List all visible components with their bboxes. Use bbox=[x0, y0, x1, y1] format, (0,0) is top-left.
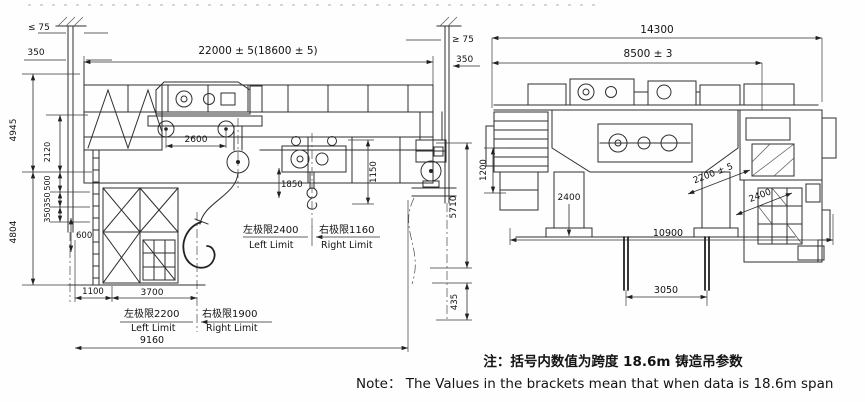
dim-1150-label: 1150 bbox=[369, 161, 379, 183]
left-runway-wall bbox=[55, 16, 87, 302]
platform-machinery bbox=[493, 78, 819, 111]
dim-600-label: 600 bbox=[76, 231, 92, 241]
dim-rail-offset-left-label: 350 bbox=[27, 48, 44, 58]
dim-8500-label: 8500 ± 3 bbox=[624, 48, 673, 60]
main-right-limit-en-label: Right Limit bbox=[206, 323, 258, 334]
dim-500-label: 500 bbox=[43, 175, 52, 190]
aux-left-limit-cn-label: 左极限2400 bbox=[243, 223, 298, 236]
aux-hoist bbox=[281, 133, 347, 230]
dim-4945-label: 4945 bbox=[9, 119, 19, 142]
dim-1150: 1150 bbox=[348, 139, 379, 205]
main-right-limit-cn-label: 右极限1900 bbox=[202, 307, 257, 320]
note-english: Note： The Values in the brackets mean th… bbox=[356, 376, 833, 392]
hoist-trolley: 2600 bbox=[147, 81, 263, 149]
dim-3700-label: 3700 bbox=[141, 288, 164, 298]
dim-435-label: 435 bbox=[450, 294, 460, 310]
dim-2400-left-label: 2400 bbox=[558, 193, 581, 203]
notes: 注：括号内数值为跨度 18.6m 铸造吊参数 Note： The Values … bbox=[356, 353, 833, 392]
main-left-limit-en-label: Left Limit bbox=[131, 323, 176, 334]
span-dimension: ≤ 75 350 22000 ± 5(18600 ± 5) ≥ 75 350 bbox=[24, 23, 480, 86]
dim-wall-clearance-left-label: ≤ 75 bbox=[28, 23, 50, 33]
right-height-dimensions: 5710 435 bbox=[430, 142, 472, 321]
dim-350a-label: 350 bbox=[43, 192, 52, 207]
dim-350b-label: 350 bbox=[43, 207, 52, 222]
operator-cab bbox=[67, 149, 206, 286]
dim-1200-label: 1200 bbox=[479, 159, 489, 181]
dim-10900-label: 10900 bbox=[653, 228, 683, 239]
hook-ropes bbox=[623, 236, 710, 291]
right-gallery-structure bbox=[739, 109, 837, 263]
end-truck bbox=[408, 111, 457, 285]
bridge-girder bbox=[83, 61, 434, 184]
bottom-dimensions: 1100 3700 左极限2200 Left Limit 右极限1900 Rig… bbox=[74, 200, 409, 352]
end-view-top-dimensions: 14300 8500 ± 3 bbox=[491, 24, 823, 110]
dim-3050-label: 3050 bbox=[654, 285, 678, 296]
dim-9160-label: 9160 bbox=[140, 335, 164, 346]
dim-5710-label: 5710 bbox=[449, 195, 459, 218]
dim-2120-label: 2120 bbox=[43, 142, 52, 162]
dim-4804-label: 4804 bbox=[9, 220, 19, 243]
bridge-cross-section bbox=[551, 109, 739, 173]
aux-right-limit-cn-label: 右极限1160 bbox=[319, 223, 374, 236]
dim-span-label: 22000 ± 5(18600 ± 5) bbox=[198, 45, 317, 57]
dim-trolley-wheelbase-label: 2600 bbox=[185, 135, 208, 145]
aux-hook-limit-labels: 左极限2400 Left Limit 右极限1160 Right Limit bbox=[243, 223, 380, 251]
note-chinese: 注：括号内数值为跨度 18.6m 铸造吊参数 bbox=[483, 353, 743, 370]
dim-1850-label: 1850 bbox=[281, 180, 303, 190]
dim-1850: 1850 bbox=[276, 168, 303, 198]
dim-rail-offset-right-label: 350 bbox=[456, 55, 473, 65]
left-height-dimensions: 4945 2120 500 350 350 4804 600 bbox=[9, 73, 100, 286]
main-hook-assembly bbox=[182, 118, 250, 332]
aux-right-limit-en-label: Right Limit bbox=[321, 240, 373, 251]
end-view: 14300 8500 ± 3 bbox=[479, 24, 837, 306]
aux-left-limit-en-label: Left Limit bbox=[249, 240, 294, 251]
front-view: ≤ 75 350 22000 ± 5(18600 ± 5) ≥ 75 350 2… bbox=[9, 16, 480, 352]
end-view-cab-block bbox=[485, 111, 549, 211]
main-left-limit-cn-label: 左极限2200 bbox=[124, 307, 179, 320]
dim-14300-label: 14300 bbox=[640, 24, 673, 36]
dim-wall-clearance-right-label: ≥ 75 bbox=[452, 35, 474, 45]
dim-1100-label: 1100 bbox=[82, 287, 104, 297]
right-runway-wall bbox=[436, 16, 462, 320]
